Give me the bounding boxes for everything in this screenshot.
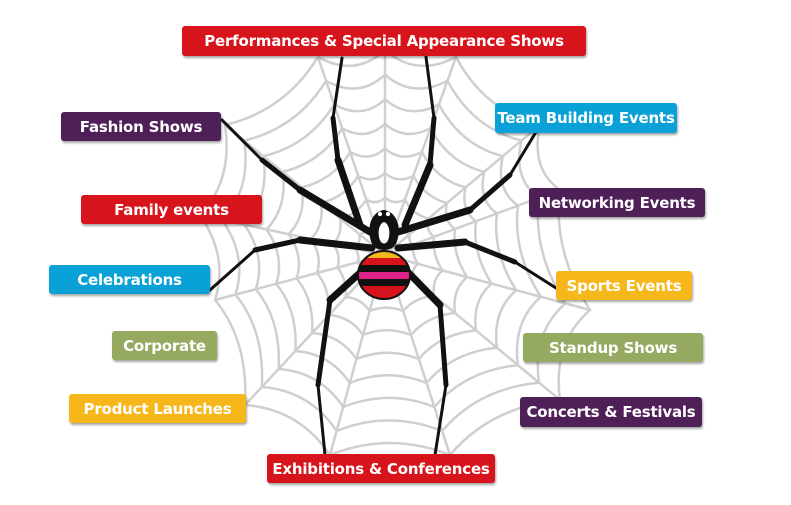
label-corporate[interactable]: Corporate (112, 331, 217, 360)
label-performances[interactable]: Performances & Special Appearance Shows (182, 26, 586, 56)
spider-eye-left (377, 211, 383, 217)
label-networking-events[interactable]: Networking Events (529, 188, 705, 217)
spider-legs (208, 55, 558, 457)
spider-head-highlight (378, 222, 390, 244)
label-celebrations[interactable]: Celebrations (49, 265, 210, 294)
label-product-launches[interactable]: Product Launches (69, 394, 246, 423)
label-standup-shows[interactable]: Standup Shows (523, 333, 703, 362)
label-team-building-events[interactable]: Team Building Events (495, 103, 677, 133)
label-fashion-shows[interactable]: Fashion Shows (61, 112, 221, 141)
spider-abdomen (358, 251, 410, 299)
spider-eye-right (385, 211, 391, 217)
label-concerts-festivals[interactable]: Concerts & Festivals (520, 397, 702, 427)
label-family-events[interactable]: Family events (81, 195, 262, 224)
label-exhibitions-conferences[interactable]: Exhibitions & Conferences (267, 454, 495, 483)
label-sports-events[interactable]: Sports Events (556, 271, 692, 300)
spider-abdomen-outline (357, 250, 411, 300)
